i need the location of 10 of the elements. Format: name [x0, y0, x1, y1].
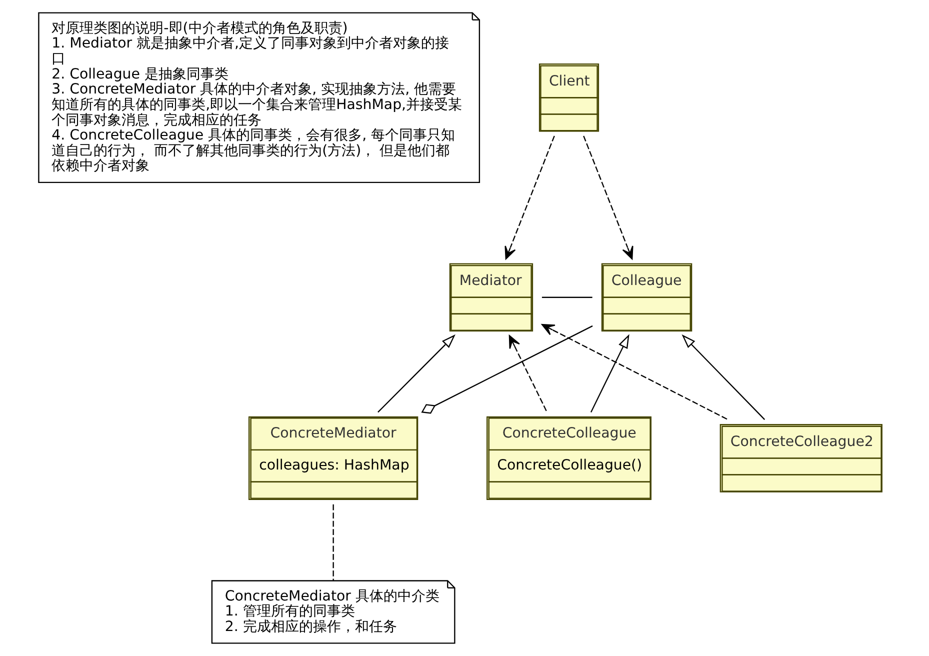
arrow — [582, 136, 633, 260]
connector — [541, 296, 592, 298]
arrow — [508, 335, 548, 412]
connector — [332, 504, 334, 581]
arrow — [540, 324, 728, 420]
arrow — [681, 334, 765, 420]
arrow — [504, 136, 554, 260]
arrow — [590, 334, 629, 412]
connector — [420, 325, 592, 414]
arrow — [377, 334, 455, 413]
